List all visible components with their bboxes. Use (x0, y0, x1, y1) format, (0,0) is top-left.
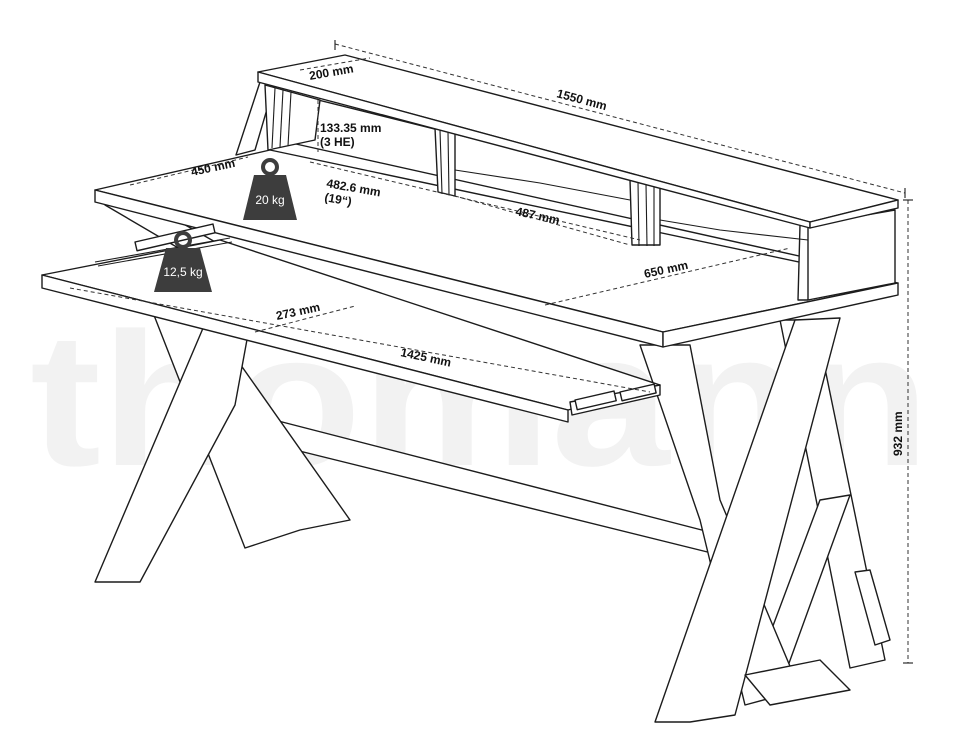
shelf-load-label: 20 kg (255, 193, 284, 207)
desk-top (94, 149, 899, 348)
weight-icon-12kg: 12,5 kg (154, 231, 212, 292)
dim-rack-height-he: (3 HE) (320, 135, 355, 149)
dim-total-width: 1550 mm (555, 86, 608, 113)
dim-rack-width-inch: (19“) (323, 190, 352, 209)
dimension-lines (69, 40, 913, 664)
right-leg (639, 317, 851, 723)
dim-rack-height: 133.35 mm (320, 121, 381, 135)
upper-shelf (235, 54, 899, 301)
dim-height: 932 mm (891, 411, 905, 456)
tray-load-label: 12,5 kg (163, 265, 202, 279)
weight-icon-20kg: 20 kg (243, 158, 297, 220)
